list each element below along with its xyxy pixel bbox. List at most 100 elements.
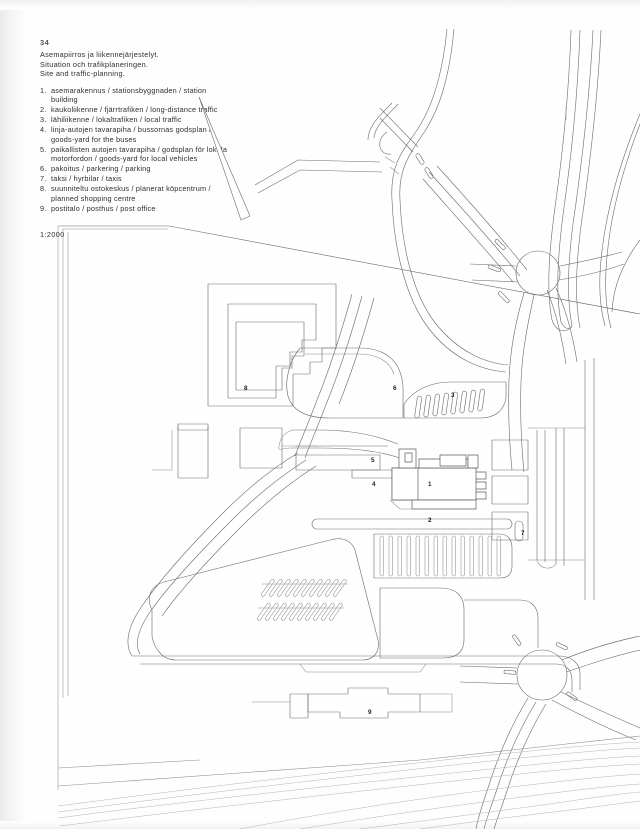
legend-item-label: asemarakennus / stationsbyggnaden / stat…: [51, 85, 207, 105]
taxi-stand-7: [514, 520, 524, 542]
legend-item: 7.taksi / hyrbilar / taxis: [40, 174, 230, 184]
roundabout-north-leg-w2: [471, 279, 519, 283]
road-slip-nw-2: [367, 102, 393, 141]
legend-item: 1. asemarakennus / stationsbyggnaden / st…: [40, 86, 230, 105]
legend-item: 6. pakoitus / parkering / parking: [40, 164, 230, 174]
roundabout-south-leg-se2: [551, 699, 637, 741]
legend-item-number: 8.: [40, 184, 47, 194]
road-marking-nw-2: [424, 167, 434, 179]
north-arrow-icon: [198, 96, 251, 221]
road-east-ramp-a: [599, 113, 640, 327]
east-block-1: [491, 439, 529, 471]
road-wedge-forecourt-b: [290, 447, 401, 459]
road-arterial-nw-inner: [399, 28, 509, 366]
road-rbt-n-south-b: [520, 294, 535, 473]
shopping-centre-8-outer: [207, 283, 337, 407]
parking-triangle-stalls-row1: [261, 579, 347, 597]
legend-item-label: linja-autojen tavarapiha / bussornas god…: [51, 125, 212, 144]
road-west-upper-a: [254, 159, 381, 186]
legend-item: 3.lähiliikenne / lokaltrafiken / local t…: [40, 115, 230, 125]
road-slip-nw-5: [379, 117, 414, 153]
station-building-south-platform: [411, 499, 477, 510]
map-label-7: 7: [521, 530, 525, 537]
road-south-exit-a: [475, 697, 529, 829]
legend-item-label: postitalo / posthus / post office: [51, 203, 156, 213]
road-rbt-n-south-a: [508, 292, 525, 471]
shopping-centre-8-mid: [227, 303, 317, 399]
page-edge-top: [0, 0, 640, 10]
railway-siding-west: [57, 759, 201, 769]
roundabout-marking-s4: [512, 634, 522, 646]
ring-road-south-notch: [299, 663, 427, 673]
roundabout-marking-s3: [555, 642, 568, 651]
site-boundary: [58, 225, 640, 315]
legend-item: 4.linja-autojen tavarapiha / bussornas g…: [40, 125, 230, 144]
legend-item-label: suunniteltu ostokeskus / planerat köpcen…: [51, 184, 211, 203]
station-building-small-annexe: [404, 452, 413, 463]
road-west-upper-b: [257, 169, 383, 194]
zone-goods-5-outline: [295, 454, 381, 471]
legend-item-label: kaukoliikenne / fjärrtrafiken / long-dis…: [51, 105, 218, 115]
map-label-3: 3: [451, 392, 455, 399]
road-slip-nw-3: [379, 131, 392, 155]
title-line-en: Site and traffic-planning.: [40, 69, 126, 79]
platform-long-2: [311, 518, 513, 530]
road-slip-nw-4: [379, 107, 419, 148]
parking-triangle-stalls-row2: [257, 603, 343, 621]
parking-east-outline: [373, 533, 513, 579]
road-diagonal-centre-a: [422, 178, 514, 283]
east-road-cap: [536, 559, 557, 569]
parking-east-stalls: [379, 535, 501, 577]
title-line-sv: Situation och trafikplaneringen.: [40, 59, 149, 69]
station-building-south-edge: [389, 499, 412, 510]
plaza-southeast-outline-b: [464, 599, 539, 648]
east-plot-line: [528, 427, 585, 561]
station-building-west-wing: [391, 467, 419, 501]
road-ne-hwy-c: [568, 29, 594, 327]
map-label-2: 2: [428, 517, 432, 524]
legend-item: 8. suunniteltu ostokeskus / planerat köpc…: [40, 184, 230, 203]
post-office-9-outline: [307, 687, 421, 719]
map-label-8: 8: [244, 385, 248, 392]
ring-road-west-b: [137, 459, 307, 655]
shopping-centre-8-sw-wall2: [152, 430, 173, 471]
zone-goods-4-strip: [351, 469, 399, 479]
road-south-exit-b: [483, 701, 537, 829]
legend-item-number: 6.: [40, 164, 47, 174]
zone-parking-6-outline: [286, 347, 404, 419]
legend-item-label: pakoitus / parkering / parking: [51, 164, 151, 174]
legend-item: 9. postitalo / posthus / post office: [40, 204, 230, 214]
road-east-ramp-c: [611, 239, 640, 313]
road-wedge-tip: [278, 429, 294, 450]
roundabout-south-leg-w: [459, 665, 518, 669]
scale-label: 1:2000: [40, 230, 65, 239]
roundabout-marking-s1: [503, 669, 517, 675]
roundabout-north: [515, 250, 561, 296]
road-arterial-nw-outer: [391, 28, 507, 373]
page-edge-bottom: [0, 821, 640, 829]
shopping-centre-8-sw-block: [239, 427, 283, 469]
road-diagonal-centre-c: [436, 165, 528, 271]
title-line-fi: Asemapiirros ja liikennejärjestelyt.: [40, 50, 159, 59]
shopping-centre-8-inner: [235, 321, 305, 391]
legend-block: 34 Asemapiirros ja liikennejärjestelyt. …: [40, 38, 230, 214]
roundabout-marking-n3: [498, 291, 510, 303]
ring-road-west-c: [161, 465, 317, 617]
station-building-east-bays: [476, 471, 487, 500]
roundabout-south-leg-ne2: [565, 649, 640, 673]
bus-bay-slots: [414, 388, 485, 419]
road-marking-nw: [415, 153, 425, 165]
roundabout-north-leg-e2: [558, 263, 625, 281]
folio-number: 34: [40, 38, 50, 47]
map-label-9: 9: [368, 709, 372, 716]
road-ne-hwy-b: [557, 29, 581, 323]
legend-item-number: 1.: [40, 85, 47, 95]
roundabout-north-leg-e: [559, 251, 623, 267]
road-diagonal-centre-b: [428, 171, 521, 277]
roundabout-marking-n2: [487, 264, 501, 273]
road-mid-diag-c: [338, 297, 375, 405]
roundabout-marking-n1: [494, 239, 506, 250]
legend-item-number: 9.: [40, 203, 47, 213]
roundabout-south-leg-ne: [561, 635, 640, 661]
